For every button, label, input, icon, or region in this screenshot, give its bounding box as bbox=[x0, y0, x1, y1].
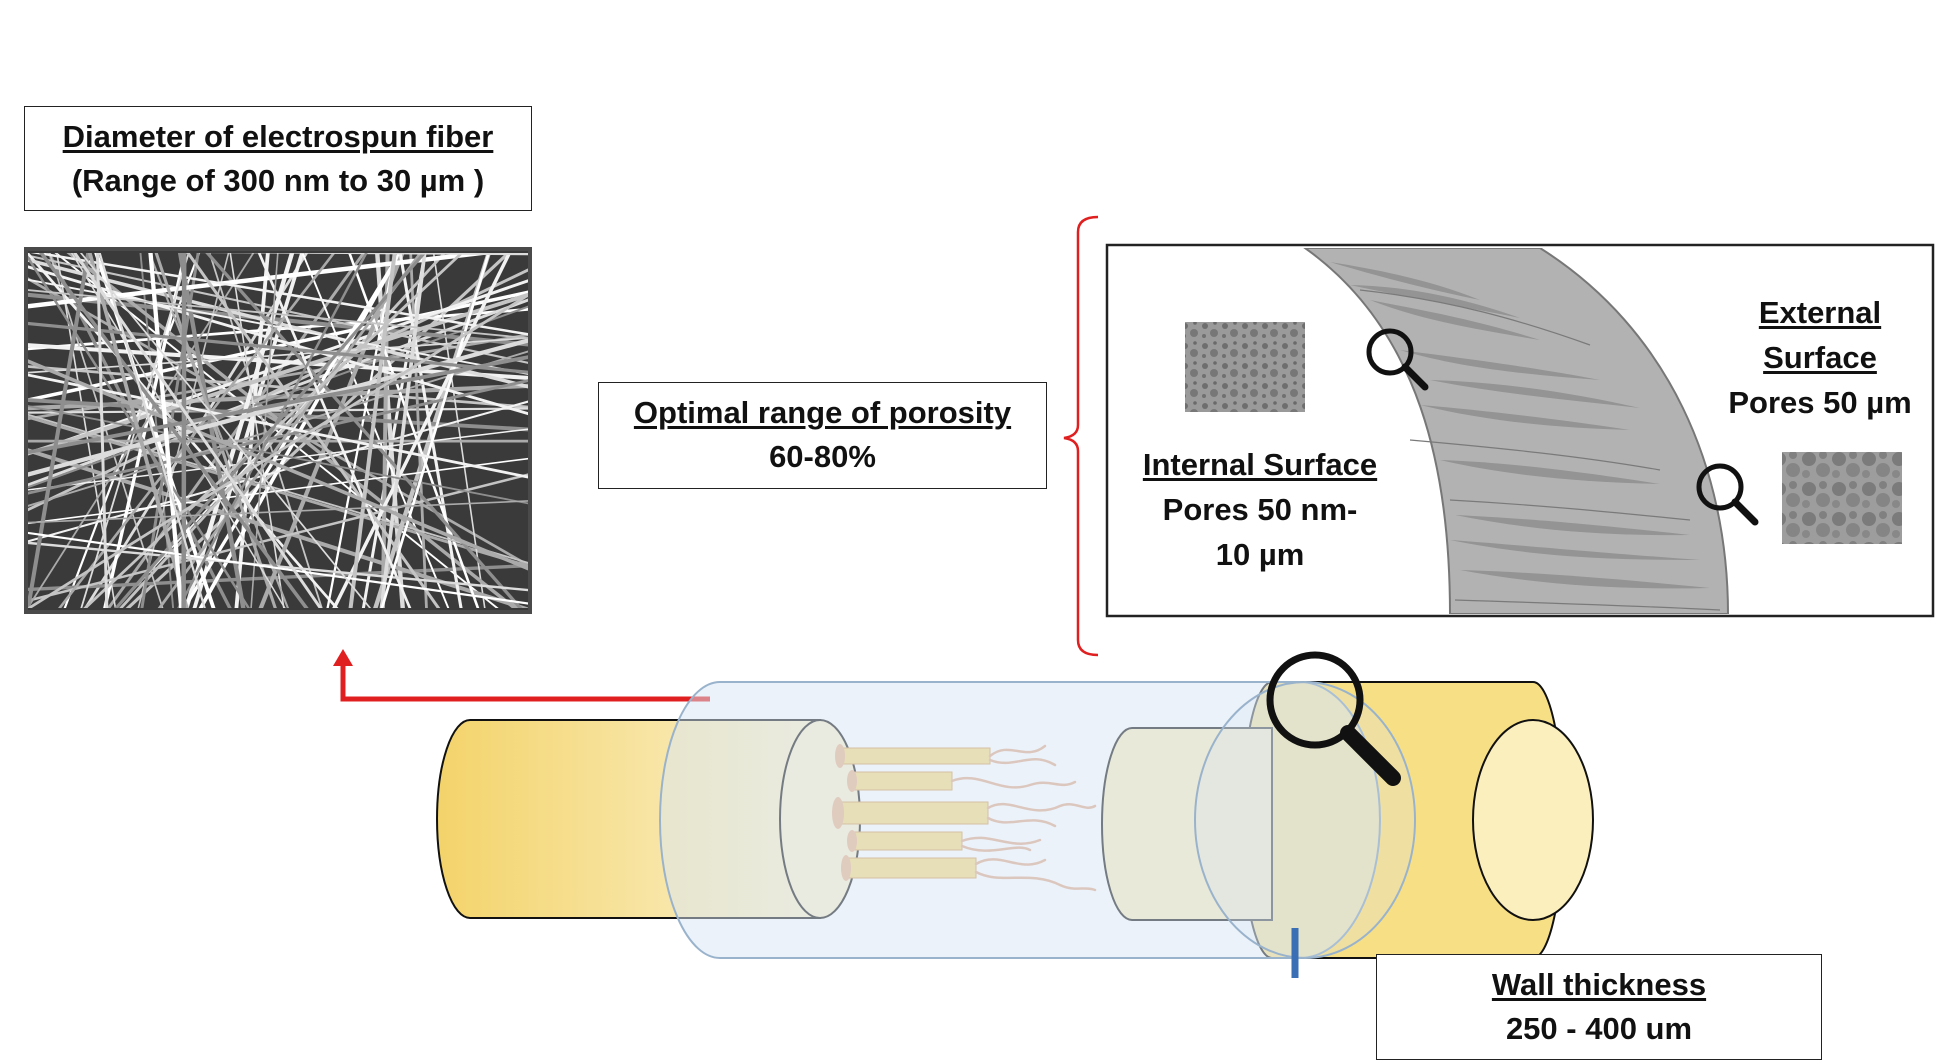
internal-pores-image bbox=[1185, 322, 1305, 412]
nerve-conduit-illustration bbox=[437, 655, 1593, 978]
external-surface-pores: Pores 50 µm bbox=[1700, 380, 1940, 425]
porosity-value: 60-80% bbox=[599, 435, 1046, 479]
external-pores-image bbox=[1782, 452, 1902, 544]
fiber-strand bbox=[184, 245, 185, 617]
internal-surface-text: Internal Surface Pores 50 nm- 10 µm bbox=[1110, 442, 1410, 577]
external-surface-title-line2: Surface bbox=[1700, 335, 1940, 380]
porosity-label: Optimal range of porosity 60-80% bbox=[598, 382, 1047, 489]
wall-thickness-title: Wall thickness bbox=[1377, 963, 1821, 1007]
wall-thickness-label: Wall thickness 250 - 400 um bbox=[1376, 954, 1822, 1060]
wall-thickness-value: 250 - 400 um bbox=[1377, 1007, 1821, 1051]
internal-surface-pores-line1: Pores 50 nm- bbox=[1110, 487, 1410, 532]
fiber-mesh-image bbox=[20, 245, 540, 617]
fiber-diameter-label: Diameter of electrospun fiber (Range of … bbox=[24, 106, 532, 211]
callout-arrow bbox=[333, 649, 710, 699]
external-surface-text: External Surface Pores 50 µm bbox=[1700, 290, 1940, 425]
internal-surface-pores-line2: 10 µm bbox=[1110, 532, 1410, 577]
porosity-title: Optimal range of porosity bbox=[599, 391, 1046, 435]
external-surface-title-line1: External bbox=[1700, 290, 1940, 335]
bracket bbox=[1064, 217, 1098, 655]
fiber-diameter-range: (Range of 300 nm to 30 µm ) bbox=[25, 159, 531, 203]
internal-surface-title: Internal Surface bbox=[1110, 442, 1410, 487]
fiber-diameter-title: Diameter of electrospun fiber bbox=[25, 115, 531, 159]
